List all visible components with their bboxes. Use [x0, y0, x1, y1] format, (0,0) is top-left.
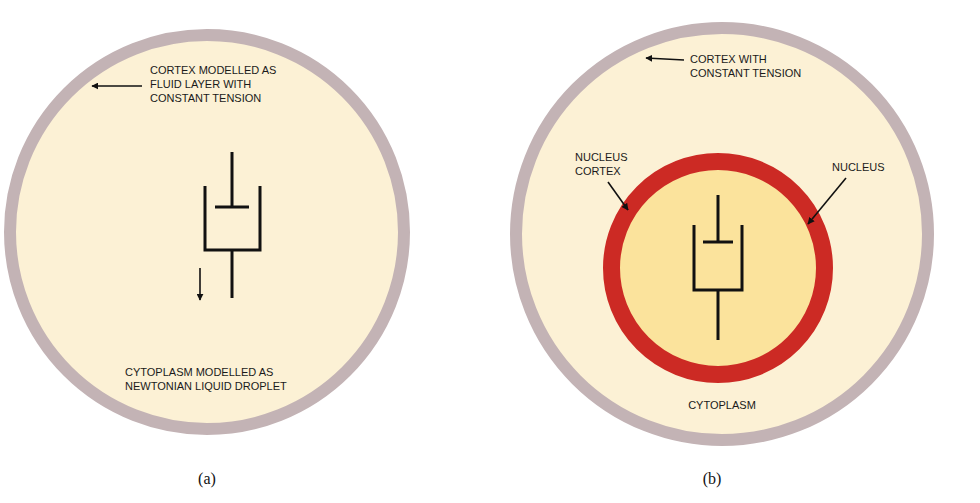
text-holder: CYTOPLASM — [672, 398, 772, 412]
dashpot-cylinder — [694, 225, 742, 290]
text-holder: NUCLEUS — [832, 160, 902, 174]
cell-circle: CORTEX MODELLED AS FLUID LAYER WITH CONS… — [4, 29, 410, 435]
cell-circle: CORTEX WITH CONSTANT TENSION NUCLEUS CORT… — [510, 22, 934, 446]
nucleus-ring — [612, 162, 825, 375]
cytoplasm-label: CYTOPLASM MODELLED AS NEWTONIAN LIQUID D… — [125, 365, 307, 393]
leader-arrow — [92, 85, 142, 87]
cell-cortex — [10, 35, 404, 429]
cortex-label: CORTEX MODELLED AS FLUID LAYER WITH CONS… — [150, 63, 292, 105]
panel-label: (a) — [167, 470, 247, 488]
leader-arrow — [646, 58, 684, 60]
nucleus-label: NUCLEUS — [832, 160, 902, 174]
cell-outline — [510, 22, 934, 446]
dashpot-rod — [231, 152, 234, 207]
text-holder: NUCLEUS CORTEX — [575, 150, 637, 178]
leader-arrow — [808, 178, 846, 224]
panel-label-holder: (b) — [672, 470, 752, 488]
cytoplasm-label: CYTOPLASM — [672, 398, 772, 412]
panel-label: (b) — [672, 470, 752, 488]
dashpot-rod — [717, 290, 720, 340]
dashpot-rod — [717, 195, 720, 242]
dashpot-rod — [231, 250, 234, 298]
cell-cortex — [516, 28, 928, 440]
text-holder: CORTEX MODELLED AS FLUID LAYER WITH CONS… — [150, 63, 292, 105]
nucleus-cortex-label: NUCLEUS CORTEX — [575, 150, 637, 178]
text-holder: CYTOPLASM MODELLED AS NEWTONIAN LIQUID D… — [125, 365, 307, 393]
leader-arrow — [608, 182, 628, 210]
text-holder: CORTEX WITH CONSTANT TENSION — [690, 52, 816, 80]
dashpot-symbol — [205, 152, 260, 298]
dashpot-cylinder — [205, 186, 260, 250]
dashpot-symbol — [694, 195, 742, 340]
cortex-label: CORTEX WITH CONSTANT TENSION — [690, 52, 816, 80]
panel-label-holder: (a) — [167, 470, 247, 488]
dashpot-piston — [215, 206, 249, 209]
leader-arrows — [92, 58, 846, 300]
dashpot-piston — [703, 241, 733, 244]
leader-arrow — [199, 268, 201, 300]
